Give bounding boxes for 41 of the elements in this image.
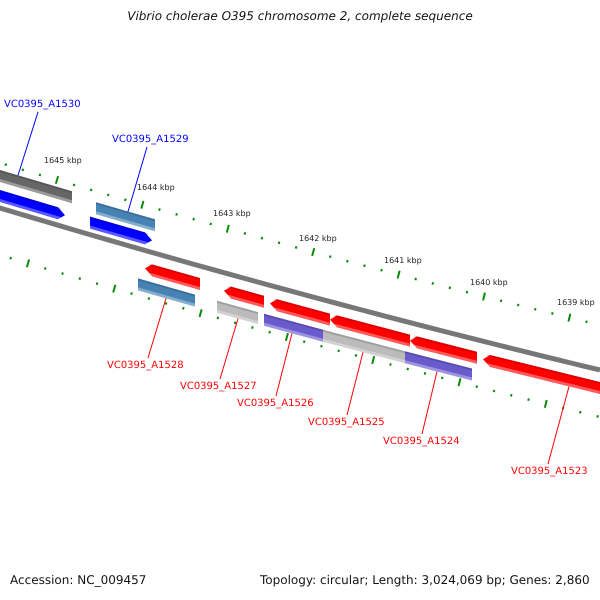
leader-line (148, 298, 166, 358)
leader-line (276, 332, 292, 396)
scale-label: 1642 kbp (299, 233, 337, 245)
gene-label: VC0395_A1530 (4, 98, 81, 111)
gene-label: VC0395_A1529 (112, 133, 189, 146)
scale-label: 1644 kbp (137, 182, 175, 194)
gene-feature (483, 354, 600, 396)
scale-label: 1643 kbp (213, 208, 251, 220)
gene-block (0, 168, 72, 204)
footer-text: Accession: NC_009457 (10, 574, 146, 587)
gene-label: VC0395_A1525 (308, 416, 385, 429)
gene-block (217, 300, 258, 324)
footer-text: Topology: circular; Length: 3,024,069 bp; Genes: 2,860 (260, 574, 590, 587)
scale-label: 1645 kbp (44, 155, 82, 167)
gene-feature (270, 298, 330, 326)
gene-block (138, 278, 195, 307)
leader-line (548, 386, 570, 464)
leader-line (128, 146, 148, 212)
leader-line (422, 371, 438, 434)
scale-label: 1639 kbp (557, 297, 595, 309)
gene-label: VC0395_A1523 (511, 465, 588, 478)
gene-block (96, 202, 155, 232)
gene-feature (224, 286, 264, 308)
leader-line (346, 352, 364, 416)
gene-feature (145, 264, 200, 290)
gene-feature (0, 188, 65, 220)
gene-block (264, 314, 325, 342)
scale-label: 1641 kbp (384, 255, 422, 267)
gene-label: VC0395_A1524 (383, 435, 460, 448)
gene-feature (330, 314, 410, 347)
gene-label: VC0395_A1526 (237, 397, 314, 410)
leader-line (220, 318, 238, 380)
gene-feature (90, 216, 152, 246)
gene-label: VC0395_A1528 (107, 359, 184, 372)
title: Vibrio cholerae O395 chromosome 2, complete sequence (126, 10, 474, 23)
gene-block (405, 351, 472, 380)
leader-line (18, 112, 38, 176)
scale-label: 1640 kbp (470, 277, 508, 289)
gene-block (323, 330, 405, 364)
gene-feature (410, 336, 477, 364)
gene-label: VC0395_A1527 (180, 380, 257, 393)
